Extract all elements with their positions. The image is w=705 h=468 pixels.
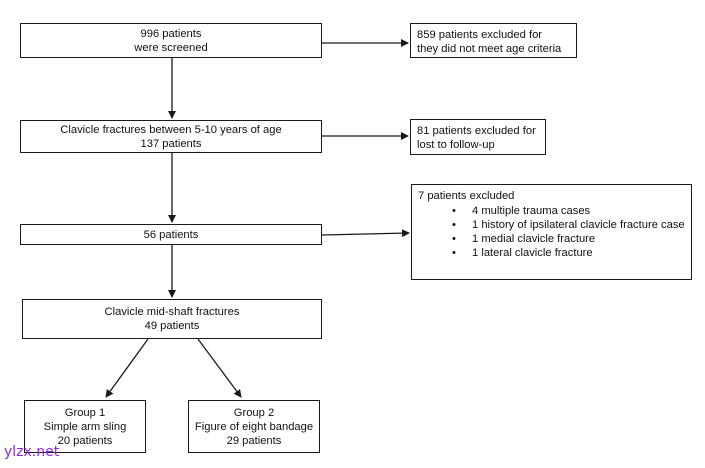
excluded-seven-item: • 4 multiple trauma cases [418,204,691,218]
arrow-midshaft-to-group1 [105,338,149,398]
excluded-seven-item: • 1 medial clavicle fracture [418,232,691,246]
box-excluded-followup: 81 patients excluded for lost to follow-… [410,119,546,155]
excluded-seven-item-text: 4 multiple trauma cases [472,205,591,217]
box-excluded-seven: 7 patients excluded • 4 multiple trauma c… [411,184,692,280]
bullet-icon: • [452,247,456,259]
bullet-icon: • [452,233,456,245]
excluded-age-line-2: they did not meet age criteria [417,43,562,55]
excluded-seven-item: • 1 history of ipsilateral clavicle fract… [418,218,691,232]
group2-line-2: Figure of eight bandage [194,420,314,433]
screened-line-2: were screened [134,41,208,54]
box-excluded-age: 859 patients excluded for they did not m… [410,23,577,58]
midshaft-line-2: 49 patients [144,320,200,332]
watermark-text: ylzx.net [4,444,60,460]
box-midshaft: Clavicle mid-shaft fractures 49 patients [22,299,322,339]
arrow-midshaft-to-group2 [197,338,242,398]
box-group-1: Group 1 Simple arm sling 20 patients [24,400,146,453]
box-age-range: Clavicle fractures between 5-10 years of… [20,120,322,153]
group2-line-3: 29 patients [226,434,282,447]
excluded-seven-item-text: 1 history of ipsilateral clavicle fractu… [472,219,685,231]
box-screened: 996 patients were screened [20,23,322,58]
group1-line-3: 20 patients [57,434,113,447]
excluded-seven-list: • 4 multiple trauma cases • 1 history of i… [418,204,691,260]
excluded-seven-heading: 7 patients excluded [418,190,515,202]
age-range-line-1: Clavicle fractures between 5-10 years of… [60,123,282,136]
excluded-seven-item-text: 1 medial clavicle fracture [472,233,596,245]
excluded-seven-item-text: 1 lateral clavicle fracture [472,247,593,259]
box-group-2: Group 2 Figure of eight bandage 29 patie… [188,400,320,453]
fifty-six-line-1: 56 patients [143,228,199,241]
bullet-icon: • [452,205,456,217]
excluded-seven-item: • 1 lateral clavicle fracture [418,246,691,260]
excluded-followup-line-2: lost to follow-up [417,139,495,151]
excluded-followup-line-1: 81 patients excluded for [417,125,536,137]
age-range-line-2: 137 patients [140,137,202,150]
arrow-56-to-excluded-seven [321,229,410,238]
box-56-patients: 56 patients [20,224,322,245]
excluded-age-line-1: 859 patients excluded for [417,29,543,41]
group1-line-1: Group 1 [64,406,106,419]
midshaft-line-1: Clavicle mid-shaft fractures [104,306,240,318]
group2-line-1: Group 2 [233,406,275,419]
group1-line-2: Simple arm sling [43,420,127,433]
screened-line-1: 996 patients [140,27,202,40]
bullet-icon: • [452,219,456,231]
